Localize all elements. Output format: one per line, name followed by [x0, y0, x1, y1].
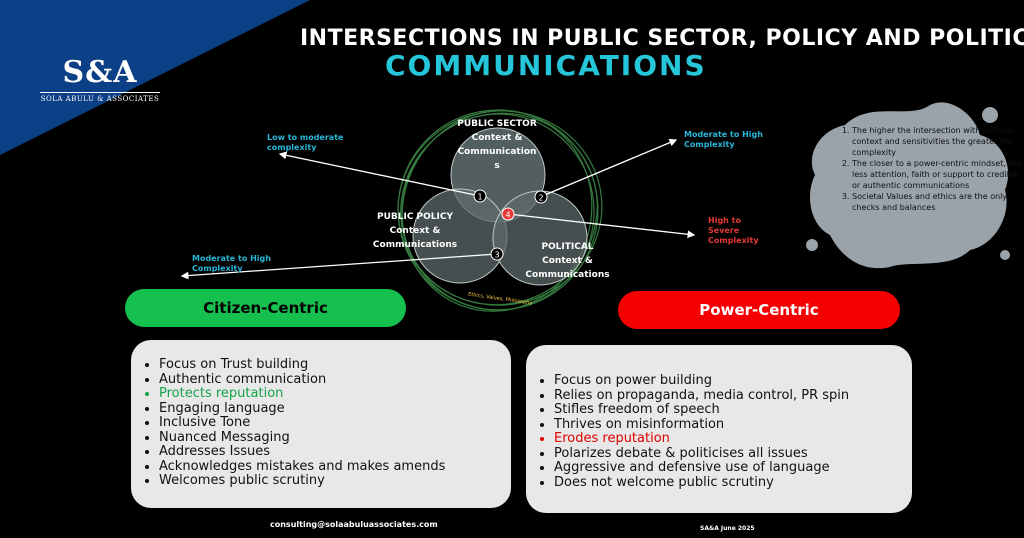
- power-centric-list: Focus on power building Relies on propag…: [526, 345, 912, 490]
- public-policy-sub2: Communications: [372, 240, 458, 250]
- public-sector-sub3: s: [494, 161, 500, 171]
- citizen-centric-box: Focus on Trust building Authentic commun…: [131, 340, 511, 508]
- list-item: Protects reputation: [159, 386, 511, 402]
- label-public-policy: PUBLIC POLICY Context & Communications: [370, 210, 460, 252]
- ring-lines: [397, 109, 603, 312]
- arrow-4: [507, 213, 696, 239]
- footer-date: SA&A June 2025: [700, 525, 755, 532]
- list-item: Polarizes debate & politicises all issue…: [554, 446, 912, 462]
- list-item: Focus on power building: [554, 373, 912, 389]
- public-sector-sub2: Communication: [457, 147, 537, 157]
- paint-splat: [806, 102, 1010, 269]
- list-item: Inclusive Tone: [159, 415, 511, 431]
- list-item: Thrives on misinformation: [554, 417, 912, 433]
- arrow-4-line2: Severe: [708, 226, 740, 235]
- marker-3: [490, 247, 504, 261]
- public-sector-title: PUBLIC SECTOR: [457, 119, 537, 129]
- political-sub1: Context &: [542, 256, 593, 266]
- public-policy-sub1: Context &: [389, 226, 441, 236]
- label-public-sector: PUBLIC SECTOR Context & Communication s: [452, 117, 542, 173]
- arrow-1-line1: Low to moderate: [267, 133, 344, 142]
- public-sector-sub1: Context &: [471, 133, 523, 143]
- arrow-1: [278, 151, 481, 197]
- logo-mark: S&A: [62, 55, 138, 90]
- list-item: Authentic communication: [159, 372, 511, 388]
- arrow-3-label: Moderate to High Complexity: [192, 254, 271, 274]
- citizen-centric-list: Focus on Trust building Authentic commun…: [131, 340, 511, 489]
- citizen-centric-pill: Citizen-Centric: [125, 289, 406, 327]
- arrow-1-label: Low to moderate complexity: [267, 133, 343, 153]
- list-item: Stifles freedom of speech: [554, 402, 912, 418]
- arrow-3: [180, 253, 498, 280]
- arrow-2-line2: Complexity: [684, 140, 735, 149]
- logo: S&A SOLA ABULU & ASSOCIATES: [40, 55, 160, 103]
- marker-1-label: 1: [477, 193, 482, 202]
- note-item: The closer to a power-centric mindset, t…: [852, 158, 1024, 191]
- logo-subtitle: SOLA ABULU & ASSOCIATES: [40, 92, 160, 103]
- political-sub2: Communications: [525, 270, 610, 280]
- arrow-2-line1: Moderate to High: [684, 130, 763, 139]
- list-item: Nuanced Messaging: [159, 430, 511, 446]
- arrow-4-line3: Complexity: [708, 236, 759, 245]
- marker-4-label: 4: [505, 211, 510, 220]
- corner-triangle: [0, 0, 310, 155]
- note-item: Societal Values and ethics are the only …: [852, 191, 1024, 213]
- marker-3-label: 3: [494, 251, 499, 260]
- list-item: Acknowledges mistakes and makes amends: [159, 459, 511, 475]
- marker-1: [473, 189, 487, 203]
- marker-2: [534, 190, 548, 204]
- page-title-line2: COMMUNICATIONS: [385, 49, 707, 82]
- list-item: Addresses Issues: [159, 444, 511, 460]
- list-item: Focus on Trust building: [159, 357, 511, 373]
- arrow-4-label: High to Severe Complexity: [708, 216, 759, 246]
- list-item: Relies on propaganda, media control, PR …: [554, 388, 912, 404]
- list-item: Does not welcome public scrutiny: [554, 475, 912, 491]
- marker-2-label: 2: [538, 194, 543, 203]
- list-item: Engaging language: [159, 401, 511, 417]
- political-title: POLITICAL: [541, 242, 594, 252]
- page-title-line1: INTERSECTIONS IN PUBLIC SECTOR, POLICY A…: [300, 26, 1024, 51]
- label-political: POLITICAL Context & Communications: [520, 240, 615, 282]
- arrow-3-line1: Moderate to High: [192, 254, 271, 263]
- list-item: Welcomes public scrutiny: [159, 473, 511, 489]
- power-centric-box: Focus on power building Relies on propag…: [526, 345, 912, 513]
- arrow-3-line2: Complexity: [192, 264, 243, 273]
- footer-email: consulting@solaabuluassociates.com: [270, 520, 438, 529]
- power-centric-pill: Power-Centric: [618, 291, 900, 329]
- list-item: Erodes reputation: [554, 431, 912, 447]
- note-item: The higher the intersection with politic…: [852, 125, 1024, 158]
- public-policy-title: PUBLIC POLICY: [376, 212, 454, 222]
- arrow-1-line2: complexity: [267, 143, 317, 152]
- list-item: Aggressive and defensive use of language: [554, 460, 912, 476]
- arrow-2: [539, 138, 678, 198]
- arrow-4-line1: High to: [708, 216, 741, 225]
- marker-4: [501, 207, 515, 221]
- notes-list: The higher the intersection with politic…: [842, 125, 1024, 213]
- arrow-2-label: Moderate to High Complexity: [684, 130, 763, 150]
